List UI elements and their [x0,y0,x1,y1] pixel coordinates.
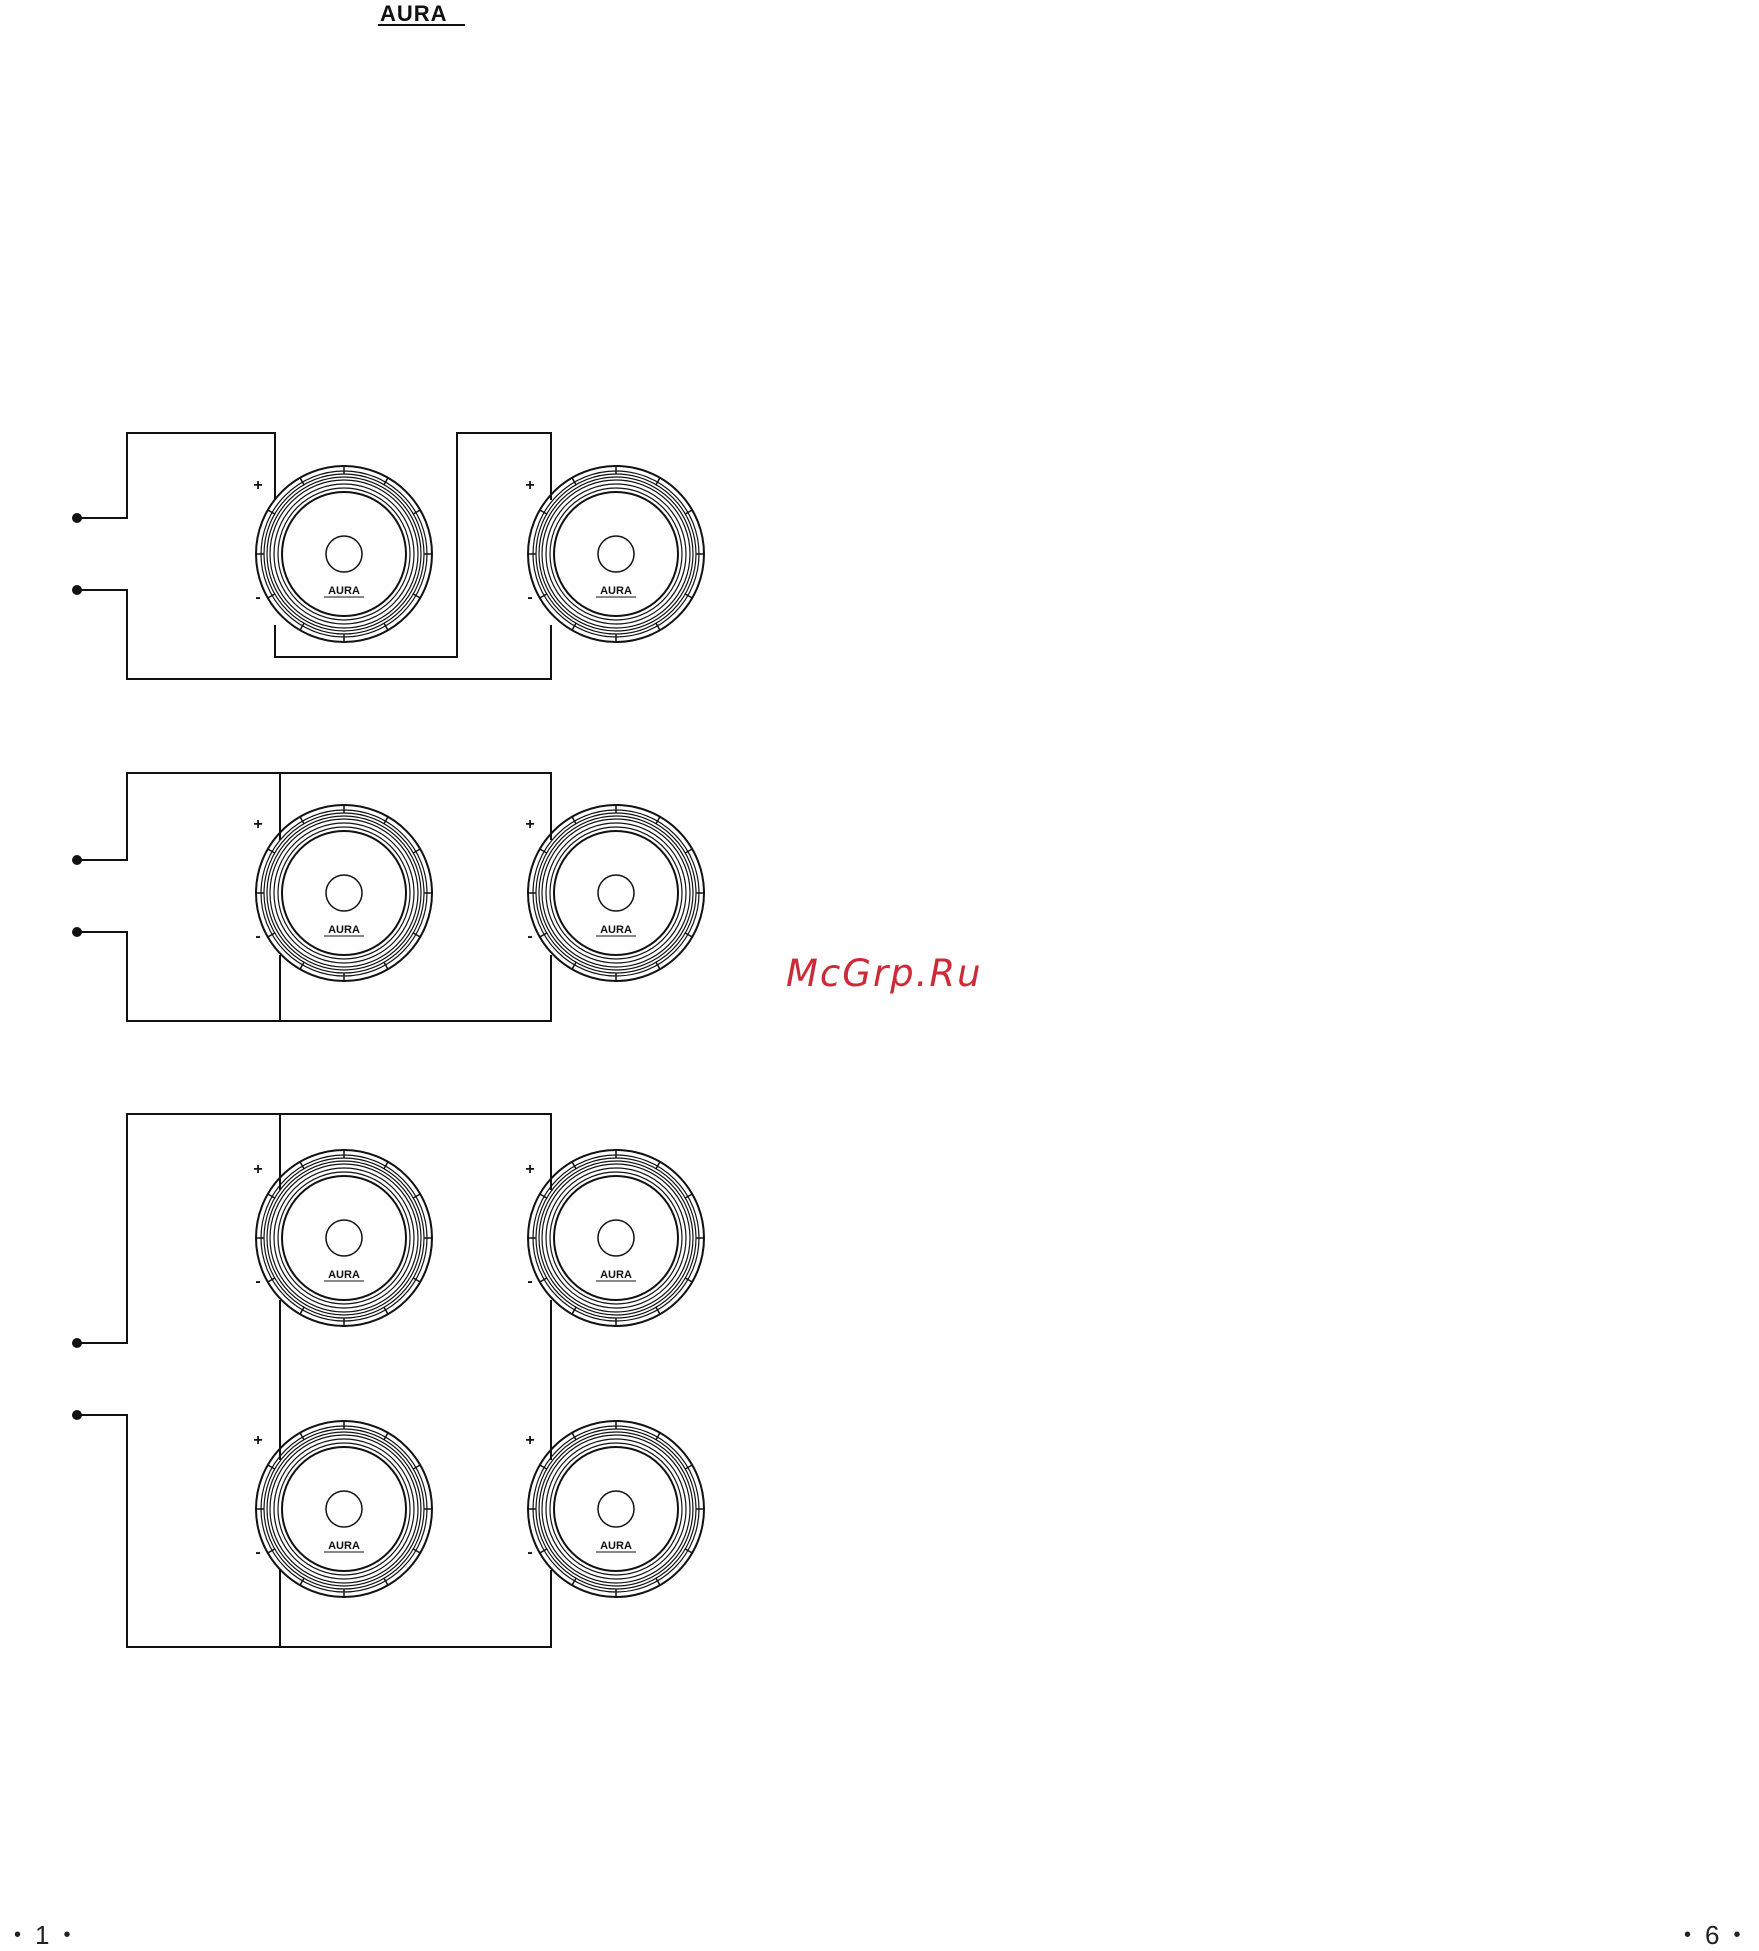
dust-cap [598,536,634,572]
speaker-badge: AURA [328,1540,360,1552]
speakers-layer: AURA+-AURA+-AURA+-AURA+-AURA+-AURA+-AURA… [253,466,704,1597]
minus-terminal-label: - [255,928,260,945]
dust-cap [326,1220,362,1256]
speaker-badge: AURA [600,1540,632,1552]
minus-terminal-label: - [255,589,260,606]
plus-terminal-label: + [253,816,262,833]
minus-terminal-label: - [255,1273,260,1290]
terminal-dot [72,585,82,595]
speaker-icon: AURA + - [253,1150,432,1326]
terminal-dot [72,1338,82,1348]
minus-terminal-label: - [527,928,532,945]
footer-right: • 6 • [1670,1920,1755,1951]
dust-cap [326,1491,362,1527]
bullet: • [1733,1924,1740,1947]
speaker-badge: AURA [328,585,360,597]
page-number-left: 1 [35,1920,49,1951]
bullet: • [1684,1924,1691,1947]
watermark: McGrp.Ru [786,952,983,995]
minus-terminal-label: - [255,1544,260,1561]
speaker-badge: AURA [600,1269,632,1281]
minus-terminal-label: - [527,1273,532,1290]
dust-cap [598,875,634,911]
dust-cap [326,536,362,572]
bullet: • [14,1924,21,1947]
diagram-series-parallel [77,1114,551,1647]
terminal-dot [72,1410,82,1420]
minus-terminal-label: - [527,589,532,606]
diagram-parallel-terminals [72,855,82,937]
speaker-icon: AURA + - [253,466,432,642]
speaker-badge: AURA [328,1269,360,1281]
terminal-dot [72,513,82,523]
speaker-icon: AURA + - [253,1421,432,1597]
plus-terminal-label: + [253,1161,262,1178]
footer-left: • 1 • [0,1920,85,1951]
minus-terminal-label: - [527,1544,532,1561]
plus-terminal-label: + [253,477,262,494]
plus-terminal-label: + [525,477,534,494]
speaker-icon: AURA + - [525,1421,704,1597]
diagram-series [77,433,551,679]
speaker-icon: AURA + - [525,805,704,981]
dust-cap [598,1220,634,1256]
plus-terminal-label: + [525,816,534,833]
speaker-icon: AURA + - [253,805,432,981]
diagram-series-terminals [72,513,82,595]
speaker-icon: AURA + - [525,466,704,642]
bullet: • [63,1924,70,1947]
plus-terminal-label: + [253,1432,262,1449]
page-number-right: 6 [1705,1920,1719,1951]
terminal-dot [72,927,82,937]
dust-cap [598,1491,634,1527]
speaker-badge: AURA [600,924,632,936]
terminal-dot [72,855,82,865]
speaker-badge: AURA [600,585,632,597]
aura-logo-text: AURA [380,1,448,26]
plus-terminal-label: + [525,1161,534,1178]
aura-logo: AURA [378,1,465,26]
dust-cap [326,875,362,911]
speaker-badge: AURA [328,924,360,936]
plus-terminal-label: + [525,1432,534,1449]
diagram-series-parallel-terminals [72,1338,82,1420]
speaker-icon: AURA + - [525,1150,704,1326]
